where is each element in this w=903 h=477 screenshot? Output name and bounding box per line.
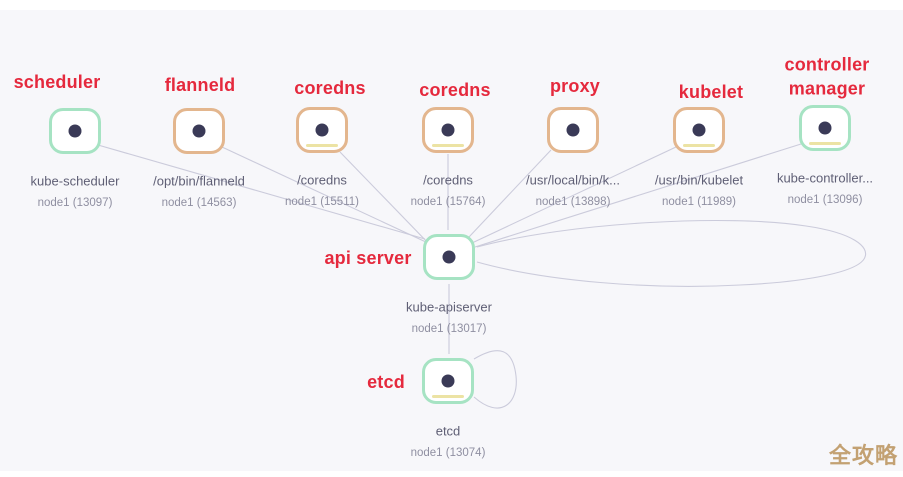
edge-coredns1-apiserver — [339, 151, 433, 248]
node-etcd[interactable] — [422, 358, 474, 404]
node-label-coredns-1: coredns — [294, 77, 366, 98]
process-dot-icon — [192, 124, 206, 138]
node-process-api-server: kube-apiserver — [406, 299, 492, 315]
process-dot-icon — [315, 123, 329, 137]
node-process-scheduler: kube-scheduler — [30, 173, 120, 189]
watermark-text: 全攻略 — [828, 444, 898, 469]
edge-apiserver-self-loop — [476, 219, 867, 287]
edge-etcd-self-loop — [473, 350, 517, 409]
node-label-api-server: api server — [324, 247, 412, 268]
node-label-flanneld: flanneld — [164, 74, 236, 95]
edge-proxy-apiserver — [468, 149, 552, 238]
node-label-etcd: etcd — [367, 371, 405, 392]
node-kubelet[interactable] — [673, 107, 725, 153]
node-gauge-bar — [306, 144, 338, 147]
node-flanneld[interactable] — [173, 108, 225, 154]
process-dot-icon — [442, 250, 456, 264]
process-dot-icon — [566, 123, 580, 137]
node-instance-etcd: node1 (13074) — [410, 447, 486, 459]
node-process-flanneld: /opt/bin/flanneld — [153, 173, 245, 189]
node-label-coredns-2: coredns — [419, 79, 491, 100]
top-white-strip — [0, 0, 903, 10]
node-proxy[interactable] — [547, 107, 599, 153]
process-dot-icon — [818, 121, 832, 135]
node-api-server[interactable] — [423, 234, 475, 280]
node-instance-scheduler: node1 (13097) — [37, 197, 113, 209]
process-dot-icon — [441, 123, 455, 137]
node-process-kubelet: /usr/bin/kubelet — [654, 172, 744, 188]
node-instance-coredns-1: node1 (15511) — [285, 196, 359, 208]
node-process-coredns-2: /coredns — [423, 172, 473, 188]
node-process-proxy: /usr/local/bin/k... — [526, 172, 620, 188]
bottom-white-strip — [0, 471, 903, 477]
node-label-proxy: proxy — [549, 75, 601, 96]
node-controller-manager[interactable] — [799, 105, 851, 151]
edge-scheduler-apiserver — [97, 144, 426, 240]
process-dot-icon — [68, 124, 82, 138]
process-dot-icon — [441, 374, 455, 388]
node-instance-flanneld: node1 (14563) — [161, 197, 237, 209]
node-label-kubelet: kubelet — [678, 81, 744, 102]
node-process-controller-manager: kube-controller... — [776, 170, 874, 186]
node-gauge-bar — [809, 142, 841, 145]
node-coredns-2[interactable] — [422, 107, 474, 153]
node-scheduler[interactable] — [49, 108, 101, 154]
edge-controllermanager-apiserver — [474, 143, 802, 248]
node-label-scheduler: scheduler — [13, 71, 101, 92]
edge-flanneld-apiserver — [221, 146, 429, 244]
node-process-coredns-1: /coredns — [297, 172, 347, 188]
node-label-controller-manager: controller manager — [784, 54, 870, 99]
process-dot-icon — [692, 123, 706, 137]
node-gauge-bar — [683, 144, 715, 147]
node-coredns-1[interactable] — [296, 107, 348, 153]
node-instance-coredns-2: node1 (15764) — [410, 196, 486, 208]
node-gauge-bar — [432, 144, 464, 147]
edge-kubelet-apiserver — [471, 146, 677, 244]
node-process-etcd: etcd — [435, 423, 461, 439]
node-instance-api-server: node1 (13017) — [411, 323, 487, 335]
node-instance-controller-manager: node1 (13096) — [787, 194, 863, 206]
node-gauge-bar — [432, 395, 464, 398]
node-instance-kubelet: node1 (11989) — [662, 196, 736, 208]
node-instance-proxy: node1 (13898) — [535, 196, 611, 208]
